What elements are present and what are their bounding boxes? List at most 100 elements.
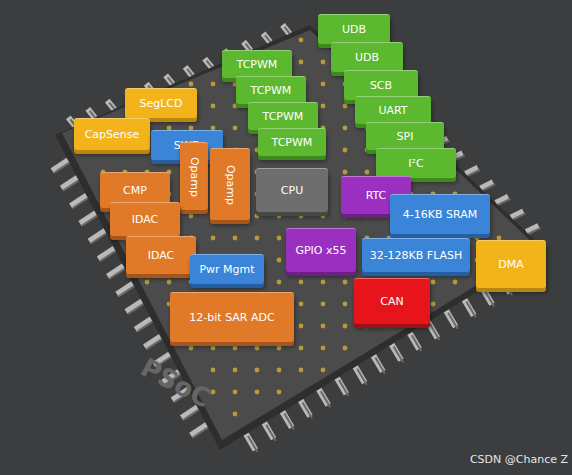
block-label: CPU bbox=[281, 184, 303, 197]
gold-dot bbox=[321, 324, 326, 329]
chip-body-edge bbox=[55, 25, 545, 450]
gold-dot bbox=[343, 148, 348, 153]
gold-dot bbox=[343, 302, 348, 307]
block-label: RTC bbox=[366, 189, 387, 202]
block-label: I²C bbox=[408, 157, 423, 170]
gold-dot bbox=[211, 104, 216, 109]
block-label: UDB bbox=[355, 51, 379, 64]
gold-dot bbox=[255, 368, 260, 373]
peripheral-block: TCPWM bbox=[236, 76, 306, 104]
gold-dot bbox=[233, 368, 238, 373]
pin-shade bbox=[357, 369, 366, 385]
gold-dot bbox=[255, 390, 260, 395]
peripheral-block: GPIO x55 bbox=[286, 228, 356, 272]
peripheral-block: SPI bbox=[366, 122, 444, 150]
block-label: 32-128KB FLASH bbox=[370, 249, 463, 262]
pin-shade bbox=[485, 290, 494, 306]
gold-dot bbox=[321, 302, 326, 307]
gold-dot bbox=[277, 214, 282, 219]
gold-dot bbox=[365, 214, 370, 219]
gold-dot bbox=[387, 324, 392, 329]
peripheral-block: UDB bbox=[318, 14, 390, 44]
gold-dot bbox=[343, 214, 348, 219]
peripheral-block: 12-bit SAR ADC bbox=[170, 292, 294, 342]
gold-dot bbox=[299, 368, 304, 373]
peripheral-block: CapSense bbox=[74, 118, 150, 150]
gold-dot bbox=[255, 346, 260, 351]
block-label: TCPWM bbox=[263, 110, 304, 123]
peripheral-block: TCPWM bbox=[222, 50, 292, 78]
gold-dot bbox=[255, 214, 260, 219]
block-label: DMA bbox=[498, 258, 524, 271]
block-label: TCPWM bbox=[237, 58, 278, 71]
block-label: CMP bbox=[123, 184, 147, 197]
peripheral-block: CPU bbox=[256, 168, 328, 212]
pin-shade bbox=[128, 303, 144, 313]
peripheral-block: UDB bbox=[331, 42, 403, 72]
block-label: GPIO x55 bbox=[295, 244, 346, 257]
peripheral-block: Opamp bbox=[210, 148, 250, 220]
block-label: SPI bbox=[397, 130, 414, 143]
pin-shade bbox=[110, 268, 126, 278]
pin-shade bbox=[466, 302, 475, 318]
gold-dot bbox=[189, 82, 194, 87]
gold-dot bbox=[189, 346, 194, 351]
gold-dot bbox=[233, 390, 238, 395]
gold-dot bbox=[277, 368, 282, 373]
gold-dot bbox=[343, 280, 348, 285]
gold-dot bbox=[321, 60, 326, 65]
gold-dot bbox=[211, 346, 216, 351]
gold-dot bbox=[277, 258, 282, 263]
gold-dot bbox=[431, 280, 436, 285]
gold-dot bbox=[233, 412, 238, 417]
block-label: TCPWM bbox=[251, 84, 292, 97]
pin-shade bbox=[375, 358, 384, 374]
gold-dot bbox=[211, 236, 216, 241]
block-label: CAN bbox=[380, 295, 403, 308]
pin-shade bbox=[137, 321, 153, 331]
pin-shade bbox=[248, 436, 257, 452]
gold-dot bbox=[321, 104, 326, 109]
gold-dot bbox=[299, 60, 304, 65]
pin-shade bbox=[73, 197, 89, 207]
gold-dot bbox=[365, 170, 370, 175]
gold-dot bbox=[255, 236, 260, 241]
chip-pins bbox=[52, 25, 540, 452]
gold-dot bbox=[233, 126, 238, 131]
gold-dot bbox=[145, 280, 150, 285]
gold-dot bbox=[211, 368, 216, 373]
chip-body bbox=[62, 30, 538, 440]
gold-dot bbox=[299, 302, 304, 307]
pin-shade bbox=[63, 180, 79, 190]
gold-dot bbox=[321, 280, 326, 285]
block-label: UART bbox=[378, 104, 407, 117]
pin-shade bbox=[100, 250, 116, 260]
peripheral-block: UART bbox=[355, 96, 431, 124]
pin-shade bbox=[394, 346, 403, 362]
pin-shade bbox=[54, 162, 70, 172]
gold-dot bbox=[299, 280, 304, 285]
pin-shade bbox=[82, 215, 98, 225]
gold-dot bbox=[343, 170, 348, 175]
block-label: SegLCD bbox=[139, 97, 182, 110]
peripheral-block: DMA bbox=[476, 240, 546, 288]
peripheral-block: SegLCD bbox=[125, 88, 197, 118]
peripheral-block: Opamp bbox=[180, 142, 208, 210]
pin-shade bbox=[147, 339, 163, 349]
gold-dot bbox=[299, 324, 304, 329]
block-label: SCB bbox=[370, 79, 392, 92]
gold-dot bbox=[233, 346, 238, 351]
gold-dot bbox=[343, 346, 348, 351]
gold-dot bbox=[431, 302, 436, 307]
gold-dot bbox=[277, 280, 282, 285]
pin-shade bbox=[528, 228, 540, 234]
gold-dot bbox=[299, 214, 304, 219]
gold-dot bbox=[365, 324, 370, 329]
gold-dot bbox=[343, 126, 348, 131]
block-label: TCPWM bbox=[272, 136, 313, 149]
gold-dot bbox=[167, 280, 172, 285]
gold-dot bbox=[233, 104, 238, 109]
block-label: 4-16KB SRAM bbox=[403, 208, 477, 221]
block-label: UDB bbox=[342, 23, 366, 36]
